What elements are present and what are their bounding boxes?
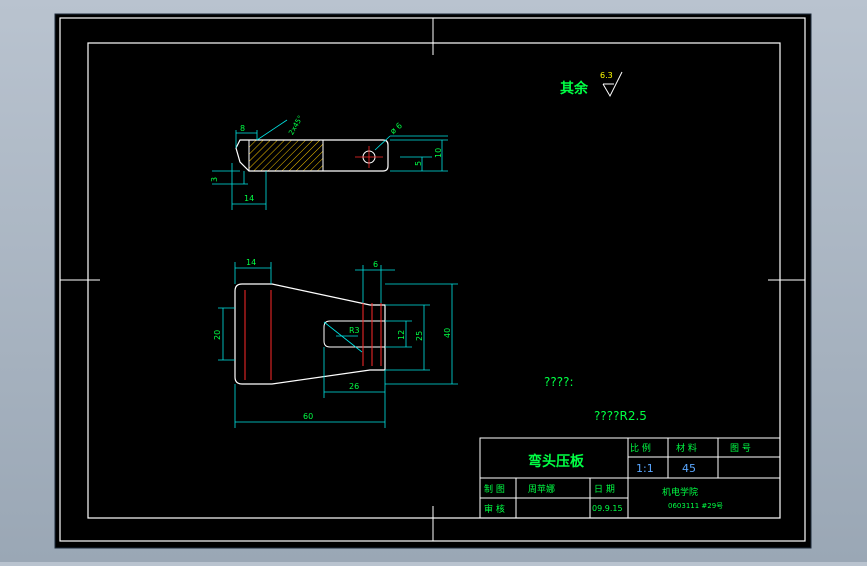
header-material: 材 料 <box>676 442 697 454</box>
value-material: 45 <box>682 462 696 475</box>
top-view: 14 6 20 R3 12 25 40 26 60 <box>213 258 458 428</box>
slot-outline <box>323 320 385 348</box>
roughness-value: 6.3 <box>600 71 613 80</box>
dim-height-small: 5 <box>414 161 423 166</box>
dim-left-height: 20 <box>213 330 222 340</box>
dim-bottom-offset: 3 <box>210 177 219 182</box>
org-line2: 0603111 #29号 <box>668 502 723 510</box>
tech-note-heading: ????: <box>544 375 574 389</box>
roughness-symbol <box>602 71 623 98</box>
centering-marks <box>60 18 805 541</box>
dim-slot-radius: R3 <box>349 326 360 335</box>
surface-roughness-note: 其余 6.3 <box>560 71 623 98</box>
date-label: 日 期 <box>594 484 615 495</box>
tech-note-fillet: ????R2.5 <box>594 409 647 423</box>
header-scale: 比 例 <box>630 442 651 454</box>
roughness-label: 其余 <box>560 80 589 97</box>
dim-height-total: 10 <box>434 148 443 158</box>
date-value: 09.9.15 <box>592 504 623 513</box>
dim-slot-length: 26 <box>349 382 359 391</box>
dim-slot-width: 6 <box>373 260 378 269</box>
section-hatch <box>249 140 323 171</box>
top-outline <box>234 283 386 385</box>
checked-label: 审 核 <box>484 503 505 515</box>
dim-slot-height: 12 <box>397 330 406 340</box>
dim-total-height: 40 <box>443 328 452 338</box>
drawn-name: 周苹娜 <box>528 483 555 495</box>
value-scale: 1:1 <box>636 462 654 475</box>
dim-top-width: 8 <box>240 124 245 133</box>
title-block <box>479 437 781 519</box>
dim-bottom-width: 14 <box>244 194 254 203</box>
org-line1: 机电学院 <box>662 486 698 498</box>
drawing-sheet <box>54 13 812 549</box>
dim-inner-height: 25 <box>415 331 424 341</box>
drawn-label: 制 图 <box>484 483 505 495</box>
part-name: 弯头压板 <box>528 453 585 470</box>
dim-total-length: 60 <box>303 412 313 421</box>
dim-top-left-width: 14 <box>246 258 256 267</box>
header-drawing-no: 图 号 <box>730 443 751 454</box>
